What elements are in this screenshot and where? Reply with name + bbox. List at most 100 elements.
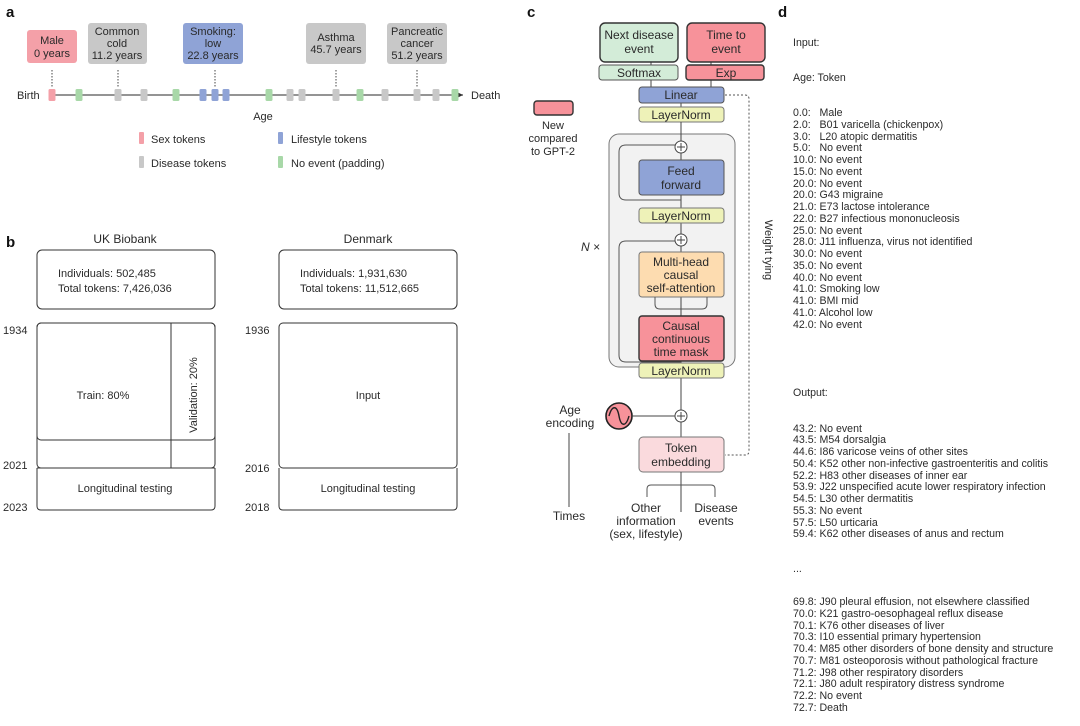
output-token-row: 69.8: J90 pleural effusion, not elsewher…	[793, 596, 1030, 608]
softmax-box	[598, 64, 679, 81]
feed-forward-line: forward	[661, 178, 701, 192]
callout-smoking: Smoking: low 22.8 years	[183, 23, 243, 88]
time-mask-line: Causal	[662, 319, 699, 333]
n-times-label: N ×	[581, 240, 600, 254]
callout-line: 51.2 years	[391, 50, 443, 62]
linear-label: Linear	[664, 88, 697, 102]
weight-tying-connector	[725, 94, 750, 456]
timeline-token-disease	[432, 89, 440, 101]
timeline-tokens	[48, 89, 459, 101]
legend-label-sex: Sex tokens	[151, 134, 206, 146]
age-encoding-line: Age	[559, 403, 581, 417]
other-info-line: Other	[631, 501, 661, 515]
callout-line: Pancreatic	[391, 26, 443, 38]
uk-testing-label: Longitudinal testing	[78, 483, 173, 495]
input-token-row: 2.0: B01 varicella (chickenpox)	[793, 118, 944, 131]
legend-new-line: compared	[529, 133, 578, 145]
feed-forward-box	[638, 159, 725, 196]
next-disease-line: event	[624, 42, 654, 56]
denmark-cohort: Denmark Individuals: 1,931,630 Total tok…	[245, 232, 458, 514]
block-layernorm-1	[638, 362, 725, 379]
output-token-row: 72.2: No event	[793, 690, 862, 702]
input-token-row: 30.0: No event	[793, 248, 862, 260]
input-token-row: 20.0: G43 migraine	[793, 189, 884, 202]
input-token-row: 28.0: J11 influenza, virus not identifie…	[793, 236, 973, 249]
output-token-row: 52.2: H83 other diseases of inner ear	[793, 469, 968, 482]
output-token-row: 70.0: K21 gastro-oesophageal reflux dise…	[793, 607, 1004, 620]
callout-line: 45.7 years	[310, 44, 362, 56]
callout-male: Male 0 years	[27, 30, 77, 88]
panel-a: a Male 0 years Common cold 11.2 years Sm…	[6, 4, 500, 170]
callout-line: 22.8 years	[187, 50, 239, 62]
callout-line: low	[205, 38, 222, 50]
output-rows-b: 69.8: J90 pleural effusion, not elsewher…	[793, 596, 1054, 715]
output-token-row: 57.5: L50 urticaria	[793, 516, 878, 529]
time-to-event-box	[686, 22, 766, 63]
output-token-row: 72.7: Death	[793, 701, 848, 714]
input-bracket	[646, 484, 716, 497]
output-token-row: 70.4: M85 other disorders of bone densit…	[793, 643, 1054, 655]
residual-connection-ffn	[618, 144, 681, 201]
legend-label-disease: Disease tokens	[151, 158, 227, 170]
timeline-end-label: Death	[471, 90, 500, 102]
legend-swatch-no-event	[278, 156, 283, 168]
callout-line: Male	[40, 35, 64, 47]
callout-asthma: Asthma 45.7 years	[306, 23, 366, 88]
uk-testing-box	[36, 468, 216, 511]
attention-line: self-attention	[647, 281, 716, 295]
legend-label-lifestyle: Lifestyle tokens	[291, 134, 367, 146]
timeline-token-disease	[381, 89, 389, 101]
softmax-label: Softmax	[617, 66, 661, 80]
output-token-row: 53.9: J22 unspecified acute lower respir…	[793, 481, 1046, 494]
uk-title: UK Biobank	[93, 232, 157, 246]
linear-box	[638, 86, 725, 104]
dk-stats-box	[278, 249, 458, 310]
panel-label-c: c	[527, 4, 535, 21]
output-header: Output:	[793, 387, 828, 400]
block-layernorm-2	[638, 207, 725, 224]
age-encoding-line: encoding	[546, 416, 595, 430]
time-mask-box	[638, 315, 725, 362]
timeline-token-disease	[286, 89, 294, 101]
figure-canvas: a Male 0 years Common cold 11.2 years Sm…	[3, 4, 787, 541]
uk-train-label: Train: 80%	[77, 390, 130, 402]
callout-line: Asthma	[317, 32, 355, 44]
callout-line: cold	[107, 38, 127, 50]
input-header: Input:	[793, 36, 820, 49]
timeline-token-lifestyle	[211, 89, 219, 101]
uk-year-start: 1934	[3, 325, 27, 337]
dk-input-box	[278, 322, 458, 469]
times-label: Times	[553, 509, 585, 523]
output-token-row: 72.1: J80 adult respiratory distress syn…	[793, 678, 1005, 691]
output-token-row: 44.6: I86 varicose veins of other sites	[793, 446, 968, 458]
panel-label-a: a	[6, 4, 15, 21]
dk-testing-box	[278, 468, 458, 511]
callout-common-cold: Common cold 11.2 years	[88, 23, 147, 88]
layernorm-label: LayerNorm	[651, 108, 710, 122]
timeline-token-disease	[298, 89, 306, 101]
legend-swatch-sex	[139, 132, 144, 144]
dk-testing-label: Longitudinal testing	[321, 483, 416, 495]
next-disease-line: Next disease	[604, 28, 674, 42]
timeline-token-sex	[48, 89, 56, 101]
input-token-row: 40.0: No event	[793, 271, 862, 284]
dk-individuals: Individuals: 1,931,630	[300, 268, 407, 280]
callout-line: 0 years	[34, 48, 71, 60]
ellipsis: ...	[793, 562, 802, 575]
callout-line: Common	[95, 26, 140, 38]
output-token-row: 59.4: K62 other diseases of anus and rec…	[793, 528, 1004, 541]
panel-b: b UK Biobank Individuals: 502,485 Total …	[3, 232, 458, 514]
input-token-row: 42.0: No event	[793, 318, 862, 331]
input-token-row: 41.0: Smoking low	[793, 283, 880, 296]
attention-box	[638, 251, 725, 298]
legend-swatch-lifestyle	[278, 132, 283, 144]
input-token-row: 10.0: No event	[793, 154, 862, 166]
attention-qkv-bracket	[654, 297, 708, 310]
other-info-line: information	[616, 514, 675, 528]
uk-biobank-cohort: UK Biobank Individuals: 502,485 Total to…	[3, 232, 216, 514]
timeline-token-no-event	[451, 89, 459, 101]
input-token-row: 21.0: E73 lactose intolerance	[793, 201, 930, 213]
time-to-event-line: event	[711, 42, 741, 56]
